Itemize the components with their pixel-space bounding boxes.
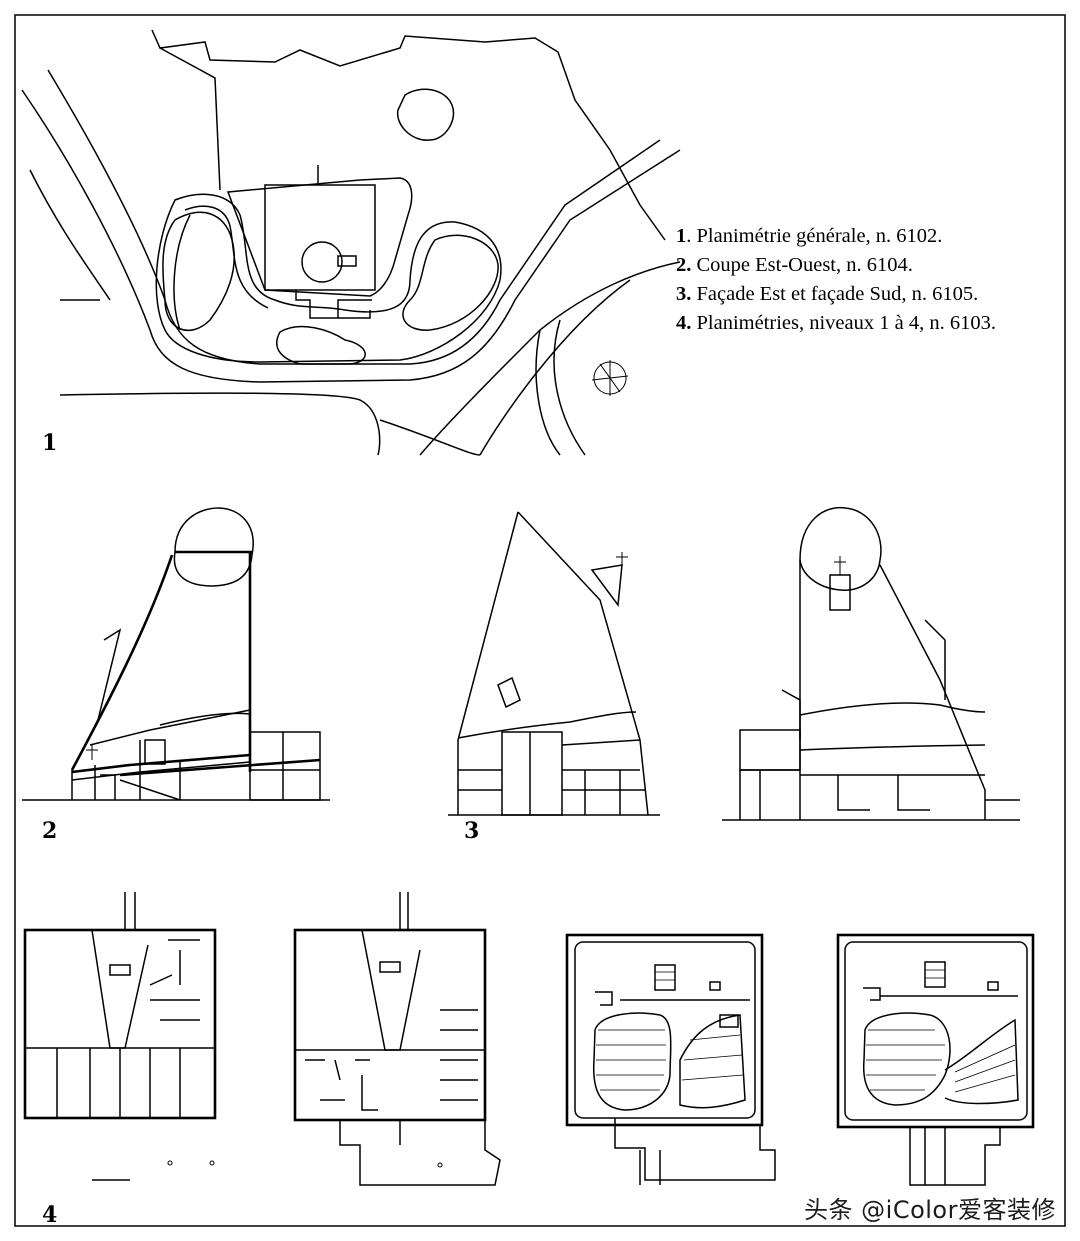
panel-label-3: 3	[464, 818, 480, 844]
watermark: 头条 @iColor爱客装修	[804, 1196, 1056, 1224]
east-elevation	[448, 511, 660, 816]
floor-plan-level-3	[565, 933, 776, 1185]
floor-plan-level-2	[293, 892, 501, 1186]
cross-icon	[86, 744, 98, 760]
panel-label-4: 4	[42, 1202, 58, 1228]
legend: 1. Planimétrie générale, n. 6102. 2. Cou…	[676, 222, 996, 338]
floor-plan-level-4	[836, 933, 1035, 1186]
site-plan	[21, 29, 681, 456]
floor-plan-level-1	[23, 892, 217, 1181]
south-elevation	[722, 506, 1020, 821]
section-east-west	[22, 507, 330, 801]
panel-label-1: 1	[42, 430, 58, 456]
legend-item: 2. Coupe Est-Ouest, n. 6104.	[676, 254, 913, 276]
sheet-frame	[14, 14, 1066, 1227]
legend-item: 1. Planimétrie générale, n. 6102.	[676, 225, 943, 247]
legend-item: 4. Planimétries, niveaux 1 à 4, n. 6103.	[676, 312, 996, 334]
north-arrow-icon	[591, 360, 629, 396]
panel-label-2: 2	[42, 818, 58, 844]
legend-item: 3. Façade Est et façade Sud, n. 6105.	[676, 283, 979, 305]
